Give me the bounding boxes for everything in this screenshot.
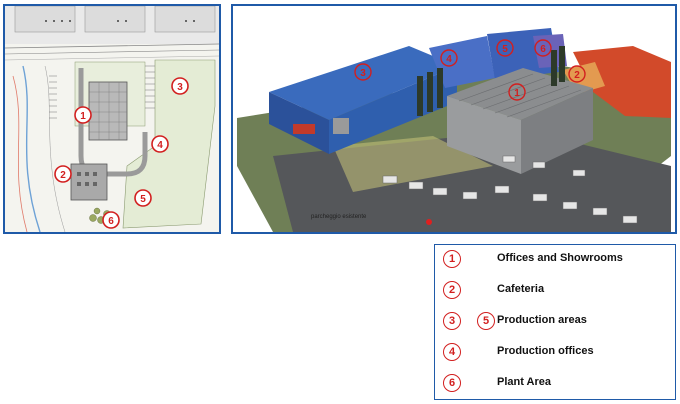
site-plan-marker-5: 5 — [134, 189, 152, 207]
render-marker-label: 3 — [360, 68, 366, 79]
legend-label-production-offices: Production offices — [497, 345, 594, 357]
site-plan-marker-3: 3 — [171, 77, 189, 95]
site-plan-marker-4: 4 — [151, 135, 169, 153]
legend-number: 3 — [443, 312, 461, 330]
site-plan-marker-label: 5 — [140, 194, 146, 205]
legend-number: 6 — [443, 374, 461, 392]
render-marker-3: 3 — [354, 63, 372, 81]
legend-label-production-areas: Production areas — [497, 314, 587, 326]
render-marker-1: 1 — [508, 83, 526, 101]
render-marker-4: 4 — [440, 49, 458, 67]
site-plan-marker-label: 3 — [177, 82, 183, 93]
legend-row-production-areas: 3 5 — [443, 310, 495, 332]
render-3d-panel: 1 2 3 4 5 6 parcheggio esistente — [231, 4, 677, 234]
site-plan-marker-label: 4 — [157, 140, 163, 151]
legend-row-offices: 1 — [443, 248, 461, 270]
legend-number: 5 — [477, 312, 495, 330]
legend-row-cafeteria: 2 — [443, 279, 461, 301]
legend-number: 2 — [443, 281, 461, 299]
site-plan-marker-label: 2 — [60, 170, 66, 181]
render-3d-drawing: 1 2 3 4 5 6 — [233, 6, 675, 232]
site-plan-panel: 1 2 3 4 5 6 — [3, 4, 221, 234]
site-plan-marker-2: 2 — [54, 165, 72, 183]
legend-label-plant-area: Plant Area — [497, 376, 552, 388]
render-marker-label: 4 — [446, 54, 452, 65]
legend-label-offices: Offices and Showrooms — [497, 252, 623, 264]
site-plan-marker-label: 1 — [80, 111, 86, 122]
site-plan-drawing: 1 2 3 4 5 6 — [5, 6, 219, 232]
site-plan-marker-1: 1 — [74, 106, 92, 124]
site-plan-marker-6: 6 — [102, 211, 120, 229]
render-marker-label: 6 — [540, 44, 546, 55]
render-marker-label: 1 — [514, 88, 520, 99]
legend-row-production-offices: 4 — [443, 341, 461, 363]
render-marker-label: 2 — [574, 70, 580, 81]
render-marker-2: 2 — [568, 65, 586, 83]
legend-label-cafeteria: Cafeteria — [497, 283, 545, 295]
legend-box: 1 Offices and Showrooms 2 Cafeteria 3 5 … — [434, 244, 676, 400]
legend-number: 1 — [443, 250, 461, 268]
legend-number: 4 — [443, 343, 461, 361]
legend-row-plant-area: 6 — [443, 372, 461, 394]
parking-caption: parcheggio esistente — [311, 214, 367, 220]
site-plan-marker-label: 6 — [108, 216, 114, 227]
render-marker-label: 5 — [502, 44, 508, 55]
render-marker-6: 6 — [534, 39, 552, 57]
render-marker-5: 5 — [496, 39, 514, 57]
